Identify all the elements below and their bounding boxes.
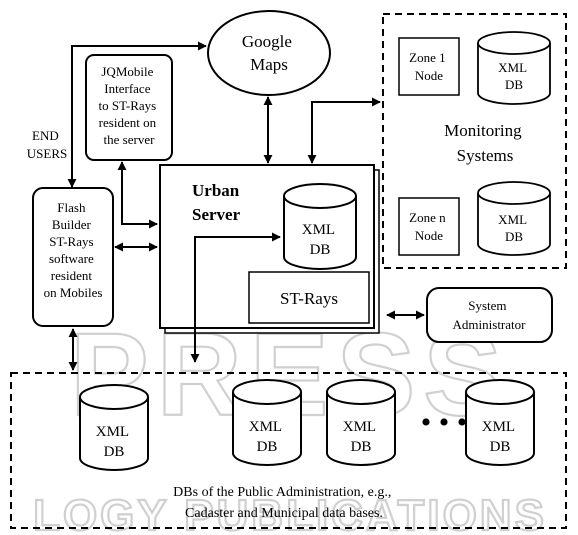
zone-n-xml-db-label: XML DB bbox=[498, 212, 530, 244]
flash-to-google-maps-arrow bbox=[71, 41, 207, 188]
system-administrator-node bbox=[426, 287, 553, 343]
system-administrator-label: System Administrator bbox=[453, 298, 527, 332]
public-administration-container bbox=[10, 372, 567, 529]
urban-server-label: Urban Server bbox=[192, 181, 243, 224]
monitoring-systems-container bbox=[382, 13, 567, 269]
jqmobile-interface-label: JQMobile Interface to ST-Rays resident o… bbox=[99, 64, 160, 147]
public-xml-db-cylinder bbox=[465, 379, 535, 466]
end-users-label: END USERS bbox=[27, 128, 67, 161]
public-xml-db-label: XML DB bbox=[96, 424, 133, 460]
zone-1-xml-db-cylinder bbox=[477, 31, 551, 105]
flash-builder-label: Flash Builder ST-Rays software resident … bbox=[44, 200, 103, 300]
ellipsis-dots: • • • bbox=[421, 406, 468, 439]
public-dbs-urban-xml-db-arrow bbox=[190, 232, 281, 363]
google-maps-node bbox=[207, 10, 331, 96]
urban-server-to-monitoring-arrow bbox=[307, 97, 381, 164]
st-rays-label: ST-Rays bbox=[280, 289, 338, 308]
public-administration-caption: DBs of the Public Administration, e.g., … bbox=[173, 485, 395, 521]
public-xml-db-cylinder bbox=[232, 379, 302, 466]
zone-n-xml-db-cylinder bbox=[477, 181, 551, 256]
public-xml-db-label: XML DB bbox=[482, 419, 519, 455]
zone-n-node-label: Zone n Node bbox=[409, 210, 449, 243]
urban-xml-db-cylinder bbox=[283, 183, 357, 270]
public-xml-db-label: XML DB bbox=[343, 419, 380, 455]
public-xml-db-cylinder bbox=[326, 379, 396, 466]
jqmobile-urban-server-arrow bbox=[117, 161, 158, 229]
zone-1-node-label: Zone 1 Node bbox=[409, 50, 449, 83]
public-xml-db-cylinder bbox=[79, 384, 149, 471]
urban-xml-db-label: XML DB bbox=[302, 222, 339, 258]
google-maps-label: Google Maps bbox=[242, 32, 296, 74]
monitoring-systems-label: Monitoring Systems bbox=[444, 121, 526, 165]
zone-1-node bbox=[398, 37, 460, 96]
zone-n-node bbox=[398, 197, 460, 256]
zone-1-xml-db-label: XML DB bbox=[498, 60, 530, 92]
public-xml-db-label: XML DB bbox=[249, 419, 286, 455]
jqmobile-interface-node bbox=[85, 54, 173, 161]
